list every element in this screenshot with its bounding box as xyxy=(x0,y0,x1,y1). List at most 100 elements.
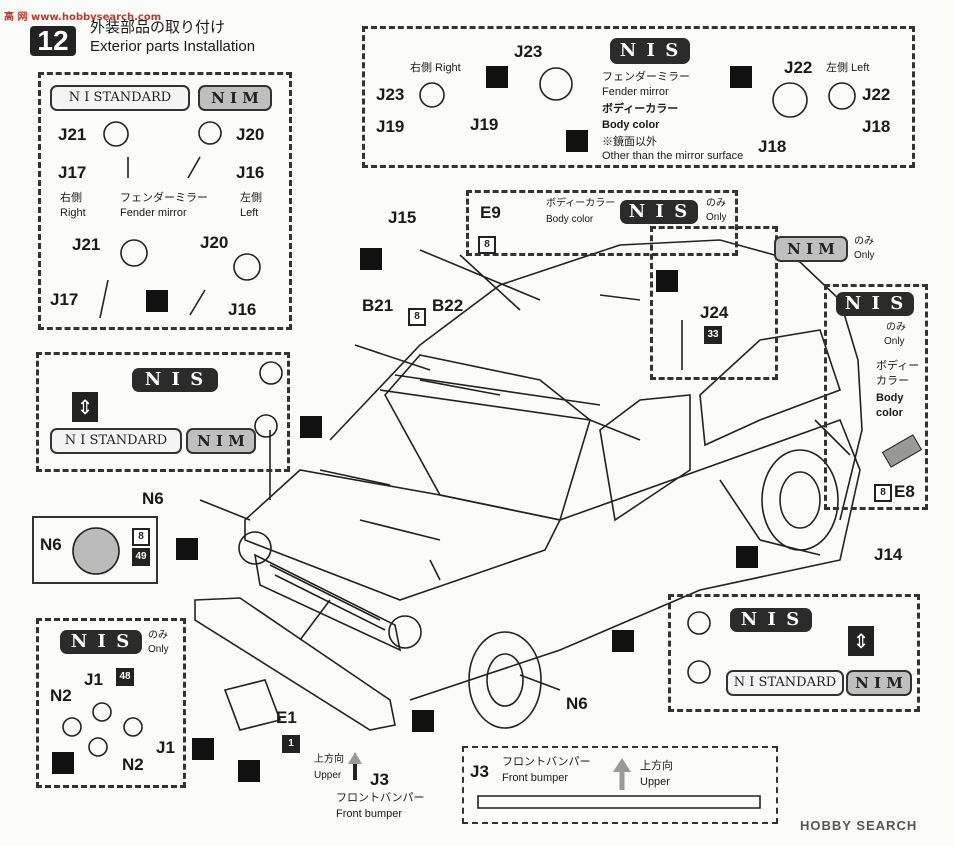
part-E8: E8 xyxy=(894,482,915,501)
front-bumper-en-box: Front bumper xyxy=(502,772,569,784)
part-J20-lower: J20 xyxy=(200,233,229,252)
nis-badge: N I S xyxy=(610,38,690,64)
runner-8: 8 xyxy=(478,236,496,254)
part-J16: J16 xyxy=(236,163,265,182)
glue-icon xyxy=(360,248,382,270)
part-J18: J18 xyxy=(758,137,787,156)
paint-icon xyxy=(238,760,260,782)
part-N6-detail: N6 xyxy=(40,535,62,554)
only-en: Only xyxy=(148,644,169,655)
part-J3: J3 xyxy=(370,770,389,789)
nis-badge: N I S xyxy=(132,368,218,392)
fender-jp-top: フェンダーミラー xyxy=(602,71,690,83)
nis-only-e9-box xyxy=(466,190,738,256)
runner-49: 49 xyxy=(132,548,150,566)
n6-detail-box xyxy=(32,516,158,584)
kyomen-jp: ※鏡面以外 xyxy=(602,136,657,148)
glue-icon xyxy=(656,270,678,292)
mirror-variant-box xyxy=(36,352,290,472)
part-J17-lower: J17 xyxy=(50,290,79,309)
part-J21: J21 xyxy=(58,125,87,144)
body-vertical-en1: Body xyxy=(876,392,904,404)
nis-badge: N I S xyxy=(620,200,698,224)
only-en: Only xyxy=(706,212,727,223)
front-bumper-jp-box: フロントバンパー xyxy=(502,756,591,768)
migi-label: 右側 xyxy=(60,192,82,204)
part-J18-side: J18 xyxy=(862,117,891,136)
hidari-left-label: 左側 Left xyxy=(826,62,870,74)
only-jp: のみ xyxy=(854,236,874,247)
step-title-jp: 外装部品の取り付け xyxy=(90,18,226,36)
runner-8: 8 xyxy=(874,484,892,502)
nis-badge: N I S xyxy=(730,608,812,632)
upper-en-left: Upper xyxy=(314,770,342,781)
standard-nim-mirror-box xyxy=(38,72,292,330)
part-J19: J19 xyxy=(470,115,499,134)
part-J17: J17 xyxy=(58,163,87,182)
fender-en-top: Fender mirror xyxy=(602,86,669,98)
fender-en-left: Fender mirror xyxy=(120,207,187,219)
part-B22: B22 xyxy=(432,296,464,315)
part-J1-top: J1 xyxy=(84,670,103,689)
only-jp: のみ xyxy=(706,198,726,209)
right-label: Right xyxy=(60,207,86,219)
glue-icon xyxy=(486,66,508,88)
part-J16-lower: J16 xyxy=(228,300,257,319)
body-jp-e9: ボディーカラー xyxy=(546,198,616,209)
glue-icon xyxy=(146,290,168,312)
swap-arrow-icon: ⇕ xyxy=(72,392,98,422)
runner-48: 48 xyxy=(116,668,134,686)
nim-badge: N I M xyxy=(846,670,912,696)
part-J15: J15 xyxy=(388,208,417,227)
glue-icon xyxy=(192,738,214,760)
mirror-variant-box-right xyxy=(668,594,920,712)
body-en-e9: Body color xyxy=(546,214,594,225)
only-jp: のみ xyxy=(886,322,906,333)
part-J22-top: J22 xyxy=(784,58,813,77)
part-J3-detail: J3 xyxy=(470,762,489,781)
body-vertical-jp1: ボディー xyxy=(876,360,920,372)
nim-badge: N I M xyxy=(774,236,848,262)
part-N6-bottom: N6 xyxy=(566,694,588,713)
body-en-top: Body color xyxy=(602,119,660,131)
nis-badge: N I S xyxy=(60,630,142,654)
part-J22-side: J22 xyxy=(862,85,891,104)
front-bumper-jp: フロントバンパー xyxy=(336,792,425,804)
j3-bumper-box xyxy=(462,746,778,824)
part-E9: E9 xyxy=(480,203,501,222)
only-en: Only xyxy=(854,250,875,261)
body-vertical-en2: color xyxy=(876,407,903,419)
part-N2-top: N2 xyxy=(50,686,72,705)
part-J21-lower: J21 xyxy=(72,235,101,254)
fender-jp-left: フェンダーミラー xyxy=(120,192,208,204)
migi-right-label: 右側 Right xyxy=(410,62,461,74)
glue-icon xyxy=(300,416,322,438)
upper-jp-left: 上方向 xyxy=(314,754,344,765)
only-en: Only xyxy=(884,336,905,347)
runner-8: 8 xyxy=(408,308,426,326)
upper-en-box: Upper xyxy=(640,776,670,788)
nistandard-badge: N I STANDARD xyxy=(50,428,182,454)
step-title-en: Exterior parts Installation xyxy=(90,38,256,55)
part-N2-bottom: N2 xyxy=(122,755,144,774)
runner-33: 33 xyxy=(704,326,722,344)
nistandard-badge: N I STANDARD xyxy=(50,85,190,111)
runner-8: 8 xyxy=(132,528,150,546)
kyomen-en: Other than the mirror surface xyxy=(602,150,744,162)
only-jp: のみ xyxy=(148,630,168,641)
glue-icon xyxy=(730,66,752,88)
step-number: 12 xyxy=(30,26,76,56)
hidari-label: 左側 xyxy=(240,192,262,204)
part-N6-top: N6 xyxy=(142,489,164,508)
glue-icon xyxy=(176,538,198,560)
glue-icon xyxy=(736,546,758,568)
glue-icon xyxy=(612,630,634,652)
nim-badge: N I M xyxy=(198,85,272,111)
nis-only-j1-box xyxy=(36,618,186,788)
glue-icon xyxy=(412,710,434,732)
part-J20: J20 xyxy=(236,125,265,144)
part-J23-top: J23 xyxy=(514,42,543,61)
body-vertical-jp2: カラー xyxy=(876,375,909,387)
runner-1: 1 xyxy=(282,735,300,753)
